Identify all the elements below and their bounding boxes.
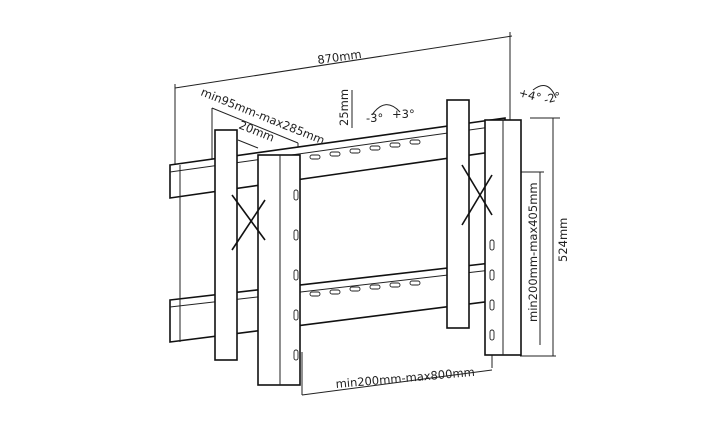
tilt-plus-label: +4°: [517, 85, 543, 104]
roll-minus-label: -3°: [366, 111, 383, 125]
rail-slots: [309, 139, 421, 297]
roll-plus-label: +3°: [392, 107, 415, 121]
height-label: 524mm: [556, 218, 570, 262]
tilt-minus-label: -2°: [542, 89, 562, 107]
right-arm: [446, 99, 522, 356]
horizontal-range-label: min200mm-max800mm: [335, 365, 475, 391]
width-label: 870mm: [316, 47, 362, 67]
pop-out-label: 25mm: [337, 89, 351, 126]
left-arm: [214, 129, 301, 386]
vertical-range-label: min200mm-max405mm: [526, 182, 540, 322]
